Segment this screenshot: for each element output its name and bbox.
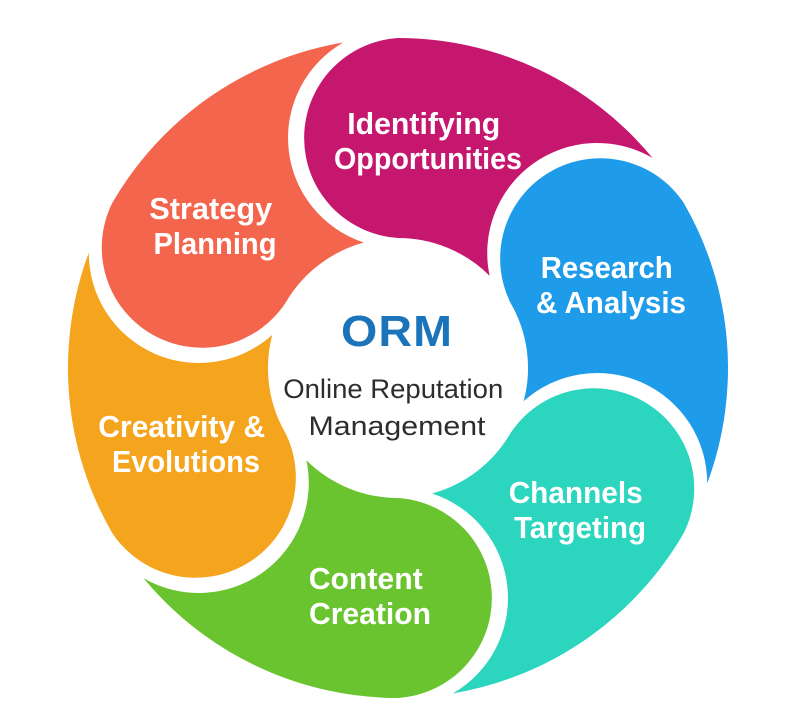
label-line: Targeting bbox=[514, 510, 646, 545]
segment-label-content-creation: Content Creation bbox=[309, 561, 432, 631]
center-text: ORM Online Reputation Management bbox=[283, 307, 511, 441]
segment-label-channels-targeting: Channels Targeting bbox=[509, 475, 652, 545]
segment-label-identifying-opportunities: Identifying Opportunities bbox=[334, 106, 522, 176]
segment-label-research-analysis: Research & Analysis bbox=[536, 250, 686, 320]
label-line: Research bbox=[541, 250, 673, 285]
label-line: Creativity & bbox=[98, 409, 265, 444]
label-line: Channels bbox=[509, 475, 643, 510]
subtitle-line: Online Reputation bbox=[283, 374, 503, 404]
segment-label-strategy-planning: Strategy Planning bbox=[149, 191, 281, 261]
subtitle-line: Management bbox=[309, 411, 487, 441]
label-line: Planning bbox=[154, 226, 277, 261]
label-line: Identifying bbox=[347, 106, 500, 141]
label-line: Content bbox=[309, 561, 423, 596]
segment-labels: Identifying Opportunities Research & Ana… bbox=[98, 106, 686, 631]
label-line: Creation bbox=[309, 596, 431, 631]
label-line: Strategy bbox=[149, 191, 273, 226]
center-subtitle: Online Reputation Management bbox=[283, 374, 511, 441]
center-circle bbox=[273, 243, 523, 493]
label-line: Opportunities bbox=[334, 141, 522, 176]
segment-label-creativity-evolutions: Creativity & Evolutions bbox=[98, 409, 274, 479]
label-line: & Analysis bbox=[536, 285, 686, 320]
center-acronym: ORM bbox=[341, 307, 453, 356]
label-line: Evolutions bbox=[112, 444, 260, 479]
